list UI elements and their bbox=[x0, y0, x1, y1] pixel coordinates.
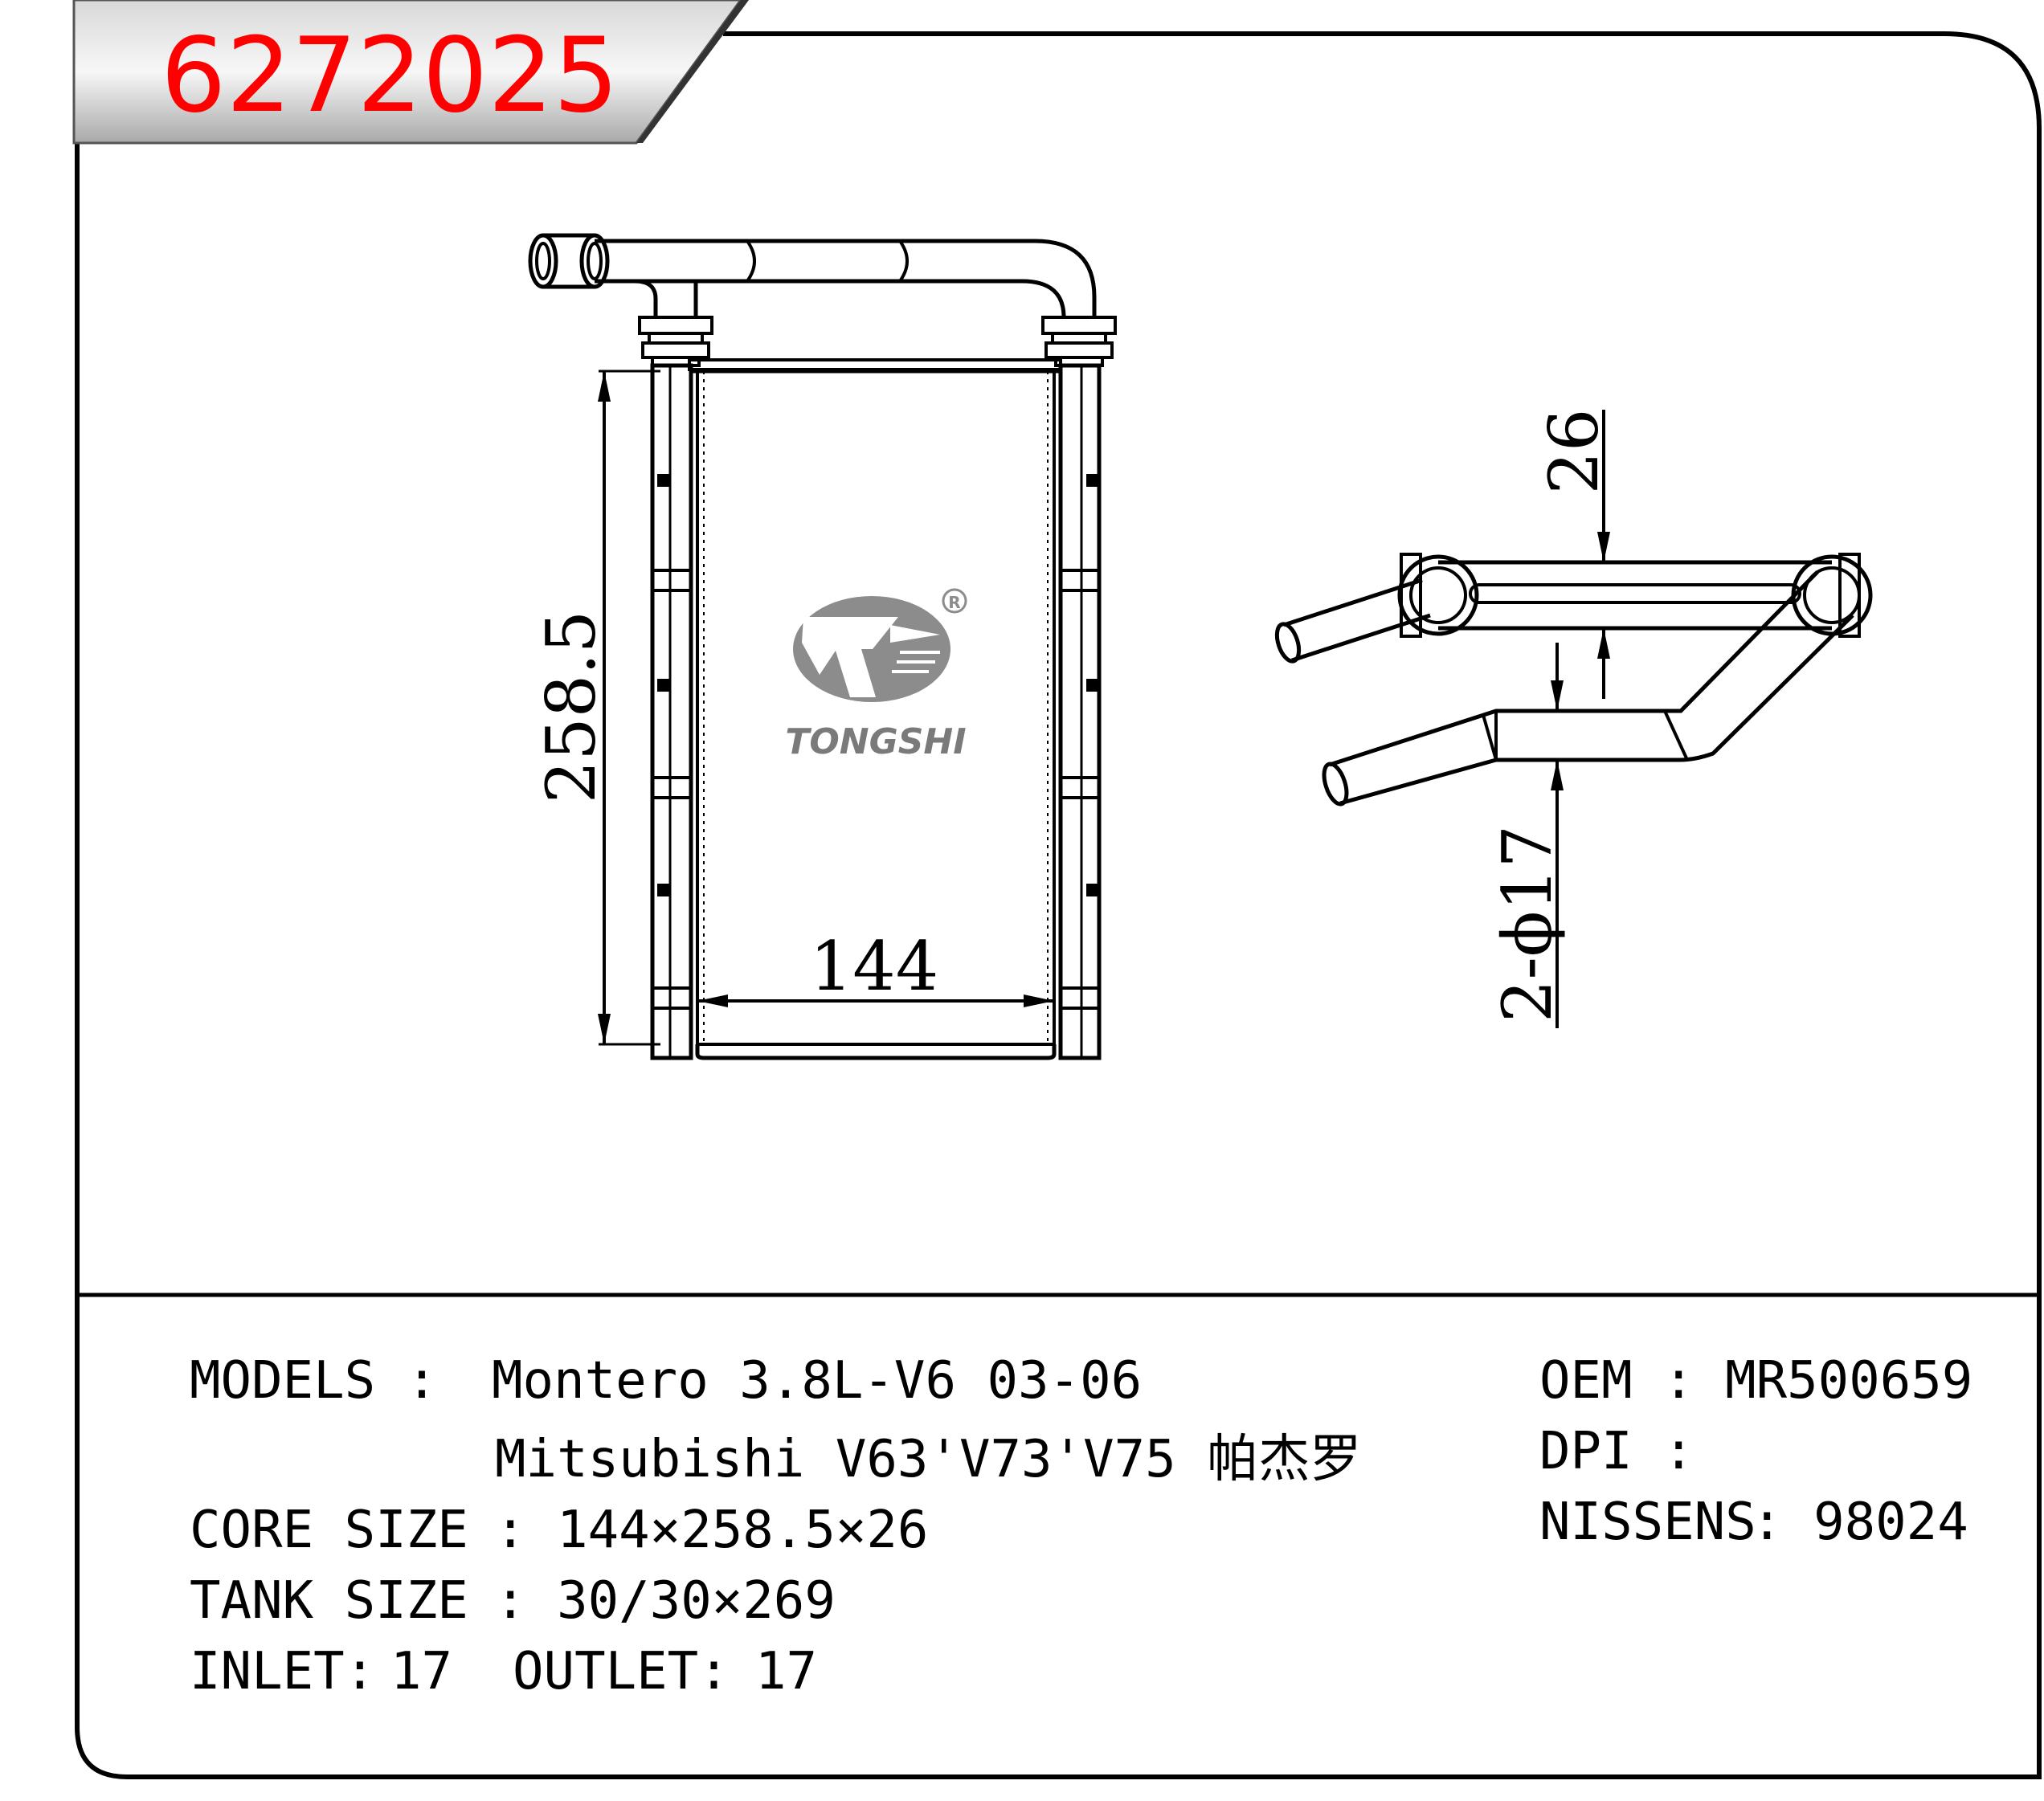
tongshi-logo: R TONGSHI bbox=[785, 588, 967, 762]
height-dimension-label: 258.5 bbox=[532, 611, 611, 803]
side-tank bbox=[1397, 553, 1873, 638]
models-label: MODELS : bbox=[190, 1351, 437, 1411]
left-tank bbox=[650, 363, 693, 1060]
depth-dimension-label: 26 bbox=[1535, 409, 1613, 495]
depth-dimension: 26 bbox=[1535, 409, 1613, 699]
heater-core bbox=[691, 369, 1061, 1060]
side-upper-pipe bbox=[1274, 578, 1431, 664]
nissens-label: NISSENS bbox=[1539, 1493, 1756, 1552]
drawing-frame bbox=[75, 10, 2042, 1779]
outlet-value: 17 bbox=[755, 1642, 817, 1701]
spec-table: MODELS : Montero 3.8L-V6 03-06 Mitsubish… bbox=[190, 1351, 1972, 1701]
pipe-diameter-label: 2-ϕ17 bbox=[1488, 825, 1567, 1023]
nissens-value: : 98024 bbox=[1752, 1493, 1968, 1552]
right-tank bbox=[1058, 363, 1102, 1060]
oem-value: : MR500659 bbox=[1663, 1351, 1972, 1411]
dpi-label: DPI bbox=[1539, 1422, 1633, 1481]
models-line-2: Mitsubishi V63'V73'V75 帕杰罗 bbox=[495, 1430, 1361, 1489]
models-line-1: Montero 3.8L-V6 03-06 bbox=[492, 1351, 1142, 1411]
front-view: 258.5 144 R TONGSHI bbox=[528, 233, 1117, 1060]
outlet-label: OUTLET: bbox=[513, 1642, 730, 1701]
core-size-label: CORE SIZE bbox=[190, 1501, 468, 1560]
inlet-label: INLET: bbox=[190, 1642, 375, 1701]
part-number-banner: 6272025 bbox=[72, 0, 749, 145]
brand-name: TONGSHI bbox=[785, 721, 966, 762]
oem-label: OEM bbox=[1539, 1351, 1633, 1411]
left-fitting bbox=[638, 316, 713, 367]
registered-mark: R bbox=[948, 593, 960, 612]
side-lower-pipe bbox=[1322, 570, 1854, 807]
part-number: 6272025 bbox=[161, 16, 619, 136]
side-view: 26 2-ϕ17 bbox=[1274, 409, 1873, 1028]
dpi-value: : bbox=[1663, 1422, 1694, 1481]
inlet-value: 17 bbox=[390, 1642, 452, 1701]
core-size-value: : 144×258.5×26 bbox=[495, 1501, 928, 1560]
pipe-diameter-dimension: 2-ϕ17 bbox=[1488, 643, 1567, 1028]
height-dimension: 258.5 bbox=[532, 370, 660, 1046]
tank-size-value: : 30/30×269 bbox=[495, 1571, 836, 1631]
inlet-outlet-pipe bbox=[528, 233, 1097, 318]
width-dimension: 144 bbox=[697, 927, 1054, 1007]
width-dimension-label: 144 bbox=[810, 927, 938, 1006]
tank-size-label: TANK SIZE bbox=[190, 1571, 468, 1631]
